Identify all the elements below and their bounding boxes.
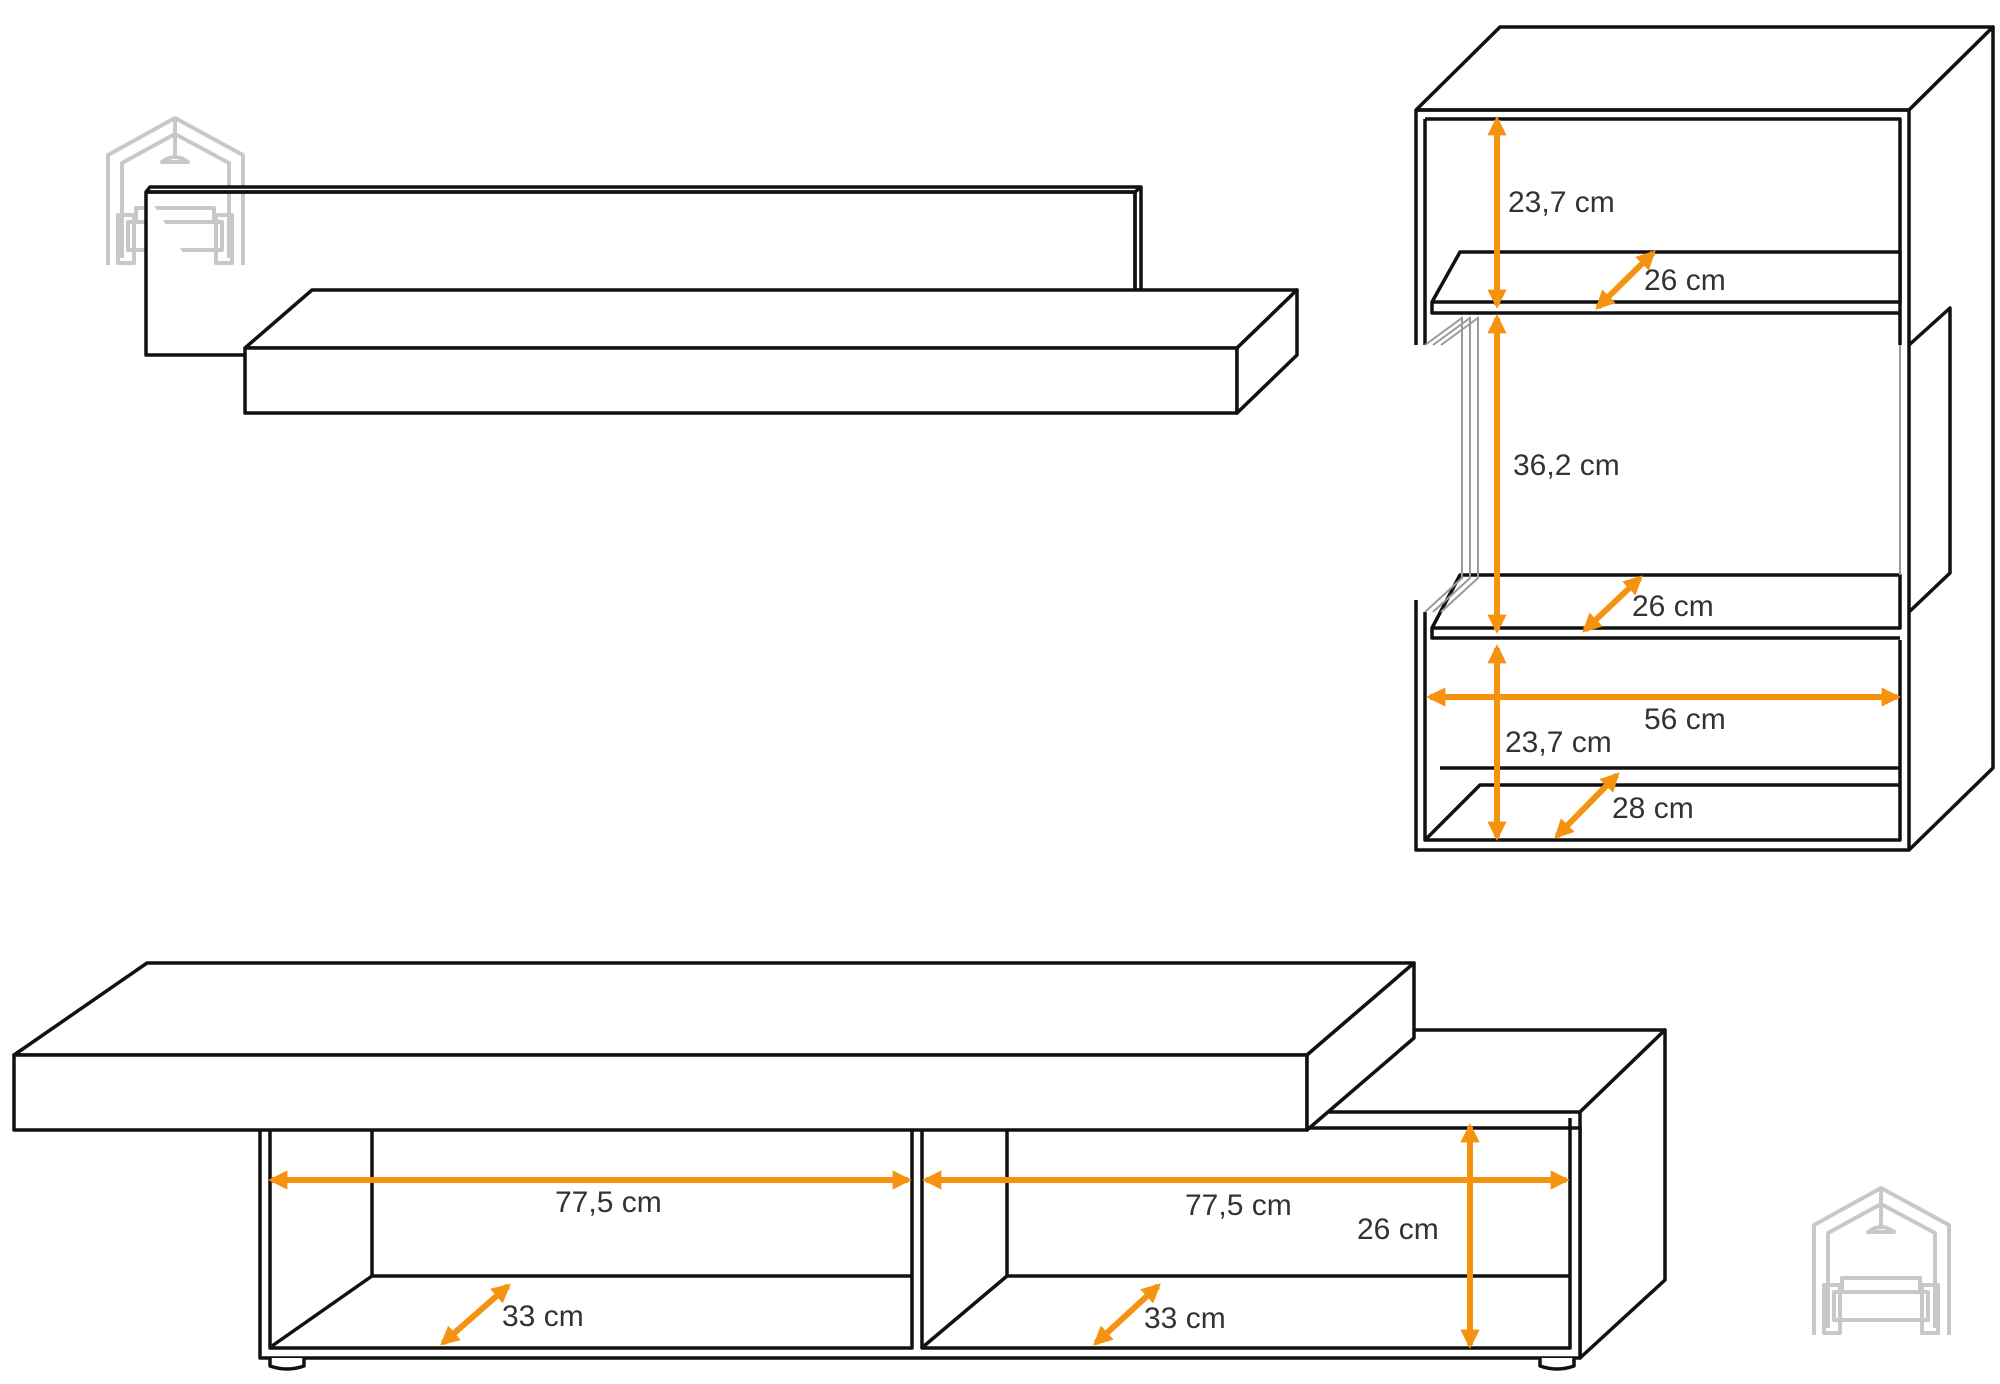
tv-stand (12, 961, 1667, 1371)
wall-panel-front (146, 190, 1137, 290)
cab-base-depth-label: 28 cm (1612, 792, 1694, 825)
floating-shelf-top (243, 288, 1299, 350)
cabinet-top (1414, 25, 1995, 112)
tv-left-depth-label: 33 cm (502, 1300, 584, 1333)
wall-shelves (144, 185, 1299, 415)
cab-top-height-label: 23,7 cm (1508, 186, 1615, 219)
bottom-panel (1423, 783, 1900, 842)
dimension-arrows (268, 116, 1901, 1349)
cabinet-front-frame (1414, 108, 1911, 852)
cab-shelf2-depth-label: 26 cm (1632, 590, 1714, 623)
tv-right-depth-arrow (1093, 1283, 1161, 1346)
tv-right-depth-label: 33 cm (1144, 1302, 1226, 1335)
tv-top-board-front (12, 1053, 1309, 1132)
floating-shelf-side (1235, 288, 1299, 415)
tv-top-board-top (12, 961, 1416, 1057)
cab-width-label: 56 cm (1644, 703, 1726, 736)
cutout-right (1907, 306, 1952, 614)
cab-middle-height-label: 36,2 cm (1513, 449, 1620, 482)
tv-stand-foot-right (1538, 1358, 1576, 1371)
tv-left-width-label: 77,5 cm (555, 1186, 662, 1219)
shelf-2 (1430, 573, 1902, 640)
tv-top-board-side (1305, 961, 1416, 1132)
cab-shelf2-depth-arrow (1582, 575, 1643, 633)
cab-bottom-height-label: 23,7 cm (1505, 726, 1612, 759)
glass-door (1424, 316, 1901, 613)
floating-shelf-front (243, 346, 1239, 415)
tv-stand-inner-left (268, 1128, 914, 1350)
house-sofa-icon (1812, 1186, 1951, 1335)
tv-height-label: 26 cm (1357, 1213, 1439, 1246)
tv-right-width-label: 77,5 cm (1185, 1189, 1292, 1222)
cabinet-inner-bottom (1423, 612, 1902, 842)
cab-shelf1-depth-arrow (1595, 250, 1656, 310)
tv-left-depth-arrow (440, 1283, 511, 1346)
shelf-1 (1430, 250, 1902, 315)
cab-base-depth-arrow (1554, 772, 1620, 839)
tv-stand-inner-right (920, 1118, 1572, 1350)
cab-shelf1-depth-label: 26 cm (1644, 264, 1726, 297)
dimension-labels: 23,7 cm 26 cm 36,2 cm 26 cm 56 cm 23,7 c… (502, 186, 1726, 1335)
tv-stand-foot-left (268, 1358, 306, 1371)
tall-cabinet (1414, 25, 1995, 852)
